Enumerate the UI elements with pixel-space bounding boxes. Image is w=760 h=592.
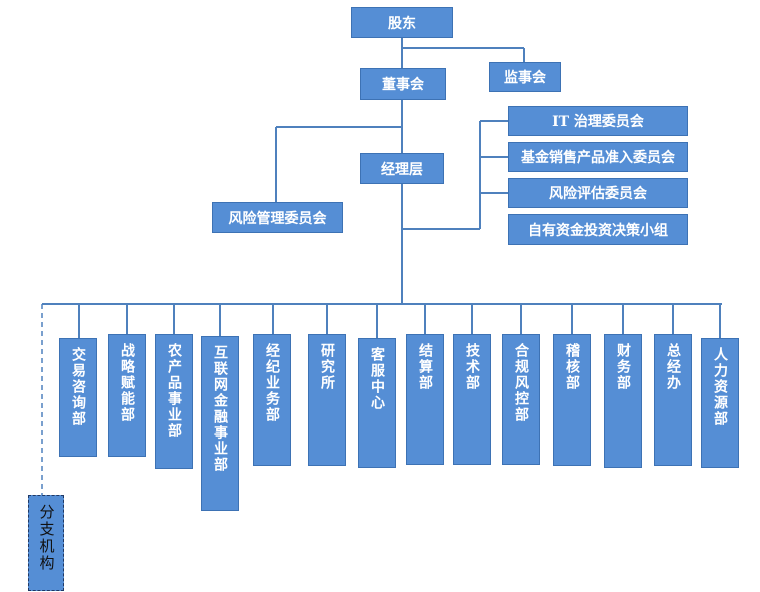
board-box: 董事会 <box>360 68 446 100</box>
department-label: 总经办 <box>665 343 681 391</box>
department-label: 农产品事业部 <box>166 343 182 439</box>
branch-box: 分支机构 <box>28 495 64 591</box>
department-label: 人力资源部 <box>712 347 728 427</box>
branch-label: 分支机构 <box>37 504 56 572</box>
department-box: 结算部 <box>406 334 444 465</box>
department-box: 互联网金融事业部 <box>201 336 239 511</box>
department-box: 战略赋能部 <box>108 334 146 457</box>
department-label: 战略赋能部 <box>119 343 135 423</box>
department-label: 互联网金融事业部 <box>212 345 228 473</box>
department-box: 交易咨询部 <box>59 338 97 457</box>
department-box: 总经办 <box>654 334 692 466</box>
department-box: 人力资源部 <box>701 338 739 468</box>
department-box: 农产品事业部 <box>155 334 193 469</box>
department-box: 客服中心 <box>358 338 396 468</box>
committee-box: 自有资金投资决策小组 <box>508 214 688 245</box>
management-label: 经理层 <box>381 161 423 178</box>
committee-label: 自有资金投资决策小组 <box>528 222 668 239</box>
department-box: 研究所 <box>308 334 346 466</box>
department-label: 经纪业务部 <box>264 343 280 423</box>
department-box: 经纪业务部 <box>253 334 291 466</box>
supervisors-label: 监事会 <box>504 70 546 86</box>
committee-box: IT 治理委员会 <box>508 106 688 136</box>
department-box: 合规风控部 <box>502 334 540 465</box>
department-box: 稽核部 <box>553 334 591 466</box>
committee-label: IT 治理委员会 <box>552 114 644 130</box>
management-box: 经理层 <box>360 153 444 184</box>
shareholders-label: 股东 <box>388 15 416 32</box>
department-label: 稽核部 <box>564 343 580 391</box>
committee-box: 基金销售产品准入委员会 <box>508 142 688 172</box>
department-label: 客服中心 <box>369 347 385 411</box>
department-label: 技术部 <box>464 343 480 391</box>
department-label: 财务部 <box>615 343 631 391</box>
department-box: 财务部 <box>604 334 642 468</box>
department-label: 研究所 <box>319 343 335 391</box>
board-label: 董事会 <box>382 77 424 93</box>
department-label: 结算部 <box>417 343 433 391</box>
committee-box: 风险评估委员会 <box>508 178 688 208</box>
risk-committee-label: 风险管理委员会 <box>228 210 327 227</box>
risk-committee-box: 风险管理委员会 <box>212 202 343 233</box>
committee-label: 基金销售产品准入委员会 <box>521 150 675 166</box>
committee-label: 风险评估委员会 <box>549 186 647 202</box>
shareholders-box: 股东 <box>351 7 453 38</box>
department-label: 交易咨询部 <box>70 347 86 427</box>
department-box: 技术部 <box>453 334 491 465</box>
department-label: 合规风控部 <box>513 343 529 423</box>
supervisors-box: 监事会 <box>489 62 561 92</box>
